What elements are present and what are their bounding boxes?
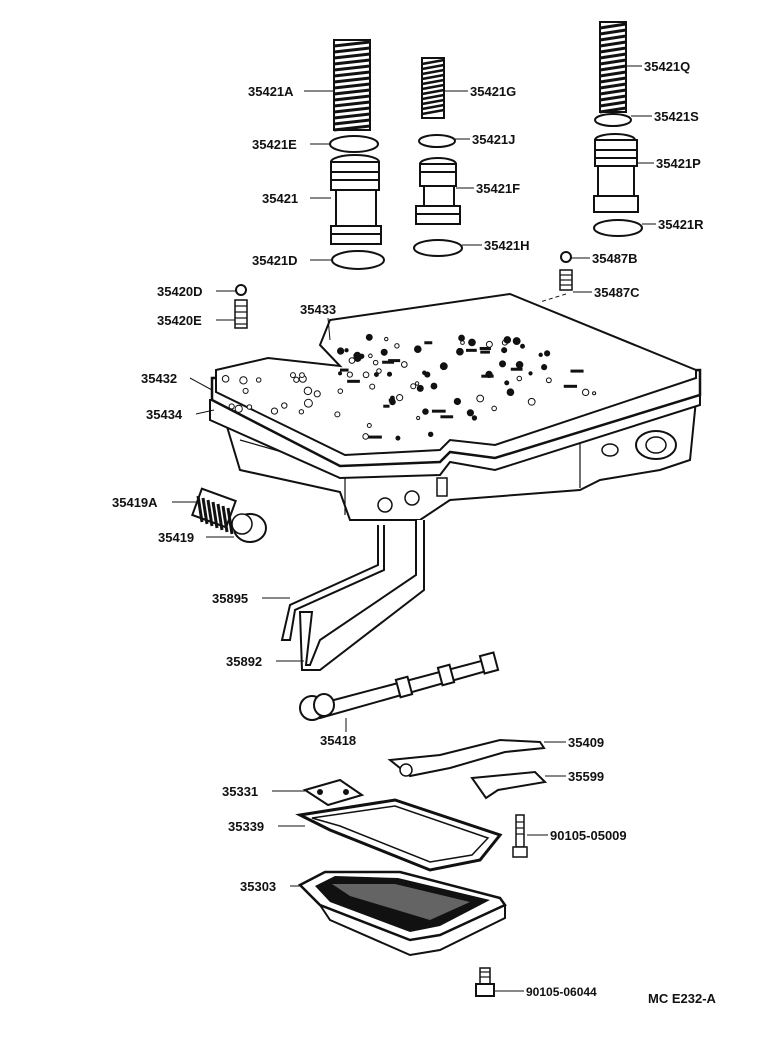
label-35421R: 35421R — [658, 217, 704, 232]
label-35892: 35892 — [226, 654, 262, 669]
label-35339: 35339 — [228, 819, 264, 834]
label-35421: 35421 — [262, 191, 298, 206]
label-35432: 35432 — [141, 371, 177, 386]
label-35434: 35434 — [146, 407, 183, 422]
label-35421Q: 35421Q — [644, 59, 690, 74]
label-35421D: 35421D — [252, 253, 298, 268]
label-35419A: 35419A — [112, 495, 158, 510]
label-35421A: 35421A — [248, 84, 294, 99]
sleeve-35421F — [415, 157, 461, 225]
o-ring-35421J — [418, 134, 456, 148]
label-35895: 35895 — [212, 591, 248, 606]
label-35418: 35418 — [320, 733, 356, 748]
o-ring-35421H — [413, 239, 463, 257]
label-35421F: 35421F — [476, 181, 520, 196]
spring-35487C — [559, 269, 573, 291]
oil-strainer-35303 — [297, 870, 507, 957]
plate-35599 — [470, 770, 548, 800]
gasket-35339 — [295, 798, 503, 872]
plate-holes — [221, 333, 597, 441]
piston-35419 — [231, 513, 267, 543]
label-35433: 35433 — [300, 302, 336, 317]
label-35421E: 35421E — [252, 137, 297, 152]
label-35303: 35303 — [240, 879, 276, 894]
spring-35420E — [234, 299, 248, 329]
label-35421H: 35421H — [484, 238, 530, 253]
bolt-90105-06044 — [475, 967, 495, 997]
sleeve-35421 — [330, 154, 382, 245]
label-35487B: 35487B — [592, 251, 638, 266]
part-labels: 35421A 35421E 35421 35421D 35421G 35421J… — [112, 59, 717, 1006]
label-35421J: 35421J — [472, 132, 515, 147]
label-35331: 35331 — [222, 784, 258, 799]
label-35421P: 35421P — [656, 156, 701, 171]
label-90105-06044: 90105-06044 — [526, 985, 597, 999]
check-ball-35487B — [560, 251, 572, 263]
spring-35421A — [333, 39, 371, 132]
label-35420D: 35420D — [157, 284, 203, 299]
leader-lines — [172, 65, 656, 992]
label-35409: 35409 — [568, 735, 604, 750]
bolt-90105-05009 — [512, 814, 528, 858]
spring-35421Q — [599, 21, 627, 114]
oil-tube-35895 — [280, 525, 385, 641]
oil-tube-35892 — [298, 520, 425, 671]
sleeve-35421P — [593, 133, 639, 213]
spring-35419A — [191, 487, 237, 535]
label-35487C: 35487C — [594, 285, 640, 300]
label-35421S: 35421S — [654, 109, 699, 124]
detent-spring-35409 — [387, 738, 546, 778]
label-35420E: 35420E — [157, 313, 202, 328]
label-90105-05009: 90105-05009 — [550, 828, 627, 843]
o-ring-35421D — [331, 250, 385, 270]
o-ring-35421E — [329, 135, 379, 153]
figure-code: MC E232-A — [648, 991, 717, 1006]
spring-35421G — [421, 57, 445, 119]
o-ring-35421R — [593, 219, 643, 237]
label-35419: 35419 — [158, 530, 194, 545]
label-35599: 35599 — [568, 769, 604, 784]
assembly-line-35487C — [539, 293, 567, 303]
label-35421G: 35421G — [470, 84, 516, 99]
o-ring-35421S — [594, 113, 632, 127]
check-ball-35420D — [235, 284, 247, 296]
cover-plate-35331 — [302, 778, 365, 807]
manual-valve-35418 — [299, 651, 500, 721]
